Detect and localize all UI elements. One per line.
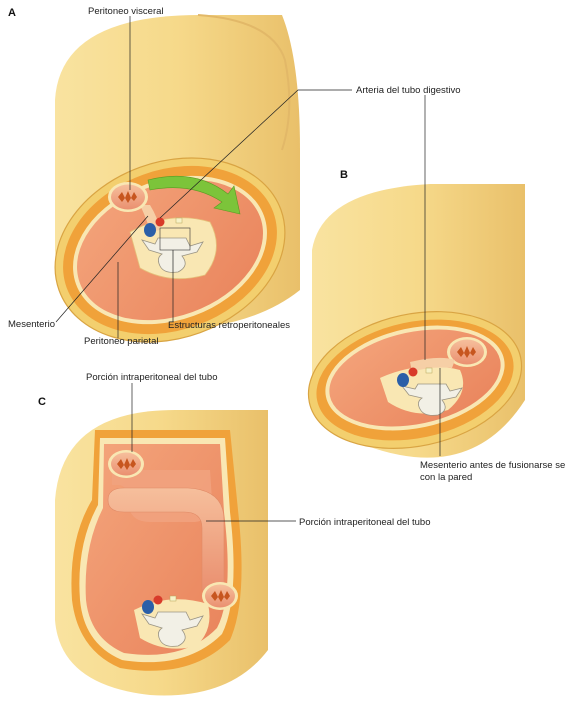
labels: Peritoneo visceral Arteria del tubo dige… (8, 6, 565, 528)
vena-cava-c (142, 600, 154, 614)
gut-lumen-bottom (211, 590, 230, 602)
retro-structure (175, 217, 183, 224)
panel-c-letter: C (38, 396, 46, 408)
vena-cava (144, 223, 156, 237)
label-porcion-intra-right: Porción intraperitoneal del tubo (299, 517, 431, 528)
mesentery (140, 205, 160, 232)
label-mesenterio-antes-1: Mesenterio antes de fusionarse se (420, 460, 565, 471)
retro-structure-b (425, 367, 433, 374)
vertebra-c (141, 611, 204, 647)
panel-b-letter: B (340, 169, 348, 181)
label-estructuras: Estructuras retroperitoneales (168, 320, 290, 331)
mesentery-b (410, 357, 455, 372)
panel-a-letter: A (8, 7, 16, 19)
leader-lines (55, 16, 441, 522)
panel-c: C (38, 396, 268, 696)
label-peritoneo-visceral: Peritoneo visceral (88, 6, 164, 17)
rotation-arrow (147, 175, 241, 215)
aorta-c (153, 595, 163, 605)
label-mesenterio: Mesenterio (8, 319, 55, 330)
vena-cava-b (397, 373, 409, 387)
panel-b: B (307, 169, 525, 458)
gut-lumen (118, 191, 137, 203)
aorta (155, 217, 165, 227)
gut-lumen-b (457, 346, 476, 358)
label-peritoneo-parietal: Peritoneo parietal (84, 336, 158, 347)
label-arteria: Arteria del tubo digestivo (356, 85, 461, 96)
gut-lumen-top (117, 458, 136, 470)
panel-a: A (8, 7, 300, 343)
retro-structure-c (169, 595, 177, 602)
vertebra-b (400, 383, 463, 416)
aorta-b (408, 367, 418, 377)
retro-bracket (159, 227, 191, 251)
vertebra (141, 237, 204, 273)
cylinder-rim (197, 14, 291, 151)
label-porcion-intra-top: Porción intraperitoneal del tubo (86, 372, 218, 383)
label-mesenterio-antes-2: con la pared (420, 472, 472, 483)
